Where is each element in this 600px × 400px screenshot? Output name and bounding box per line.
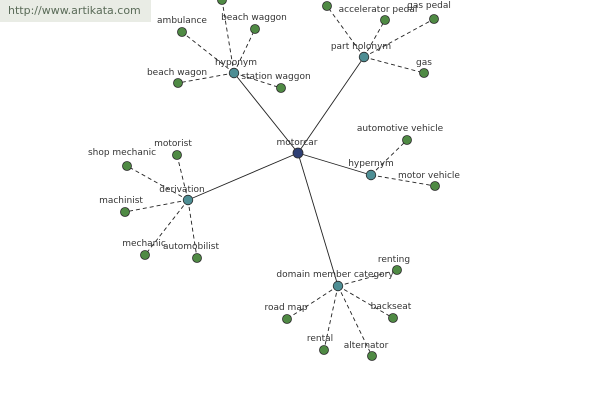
leaf-node-shop-mechanic[interactable] <box>122 161 132 171</box>
graph-nodes: ambulance beach waggon beach wagon station … <box>88 0 460 361</box>
leaf-label-road-map: road map <box>264 303 307 313</box>
leaf-label-gas: gas <box>416 58 432 68</box>
relation-node-hyponym[interactable] <box>228 67 240 79</box>
edge-motorcar-derivation <box>187 152 299 201</box>
leaf-node-gas-pedal[interactable] <box>429 14 439 24</box>
edge-derivation-motorist <box>176 154 189 201</box>
leaf-node-motorist[interactable] <box>172 150 182 160</box>
leaf-node-beach-waggon[interactable] <box>250 24 260 34</box>
leaf-label-rental: rental <box>307 334 333 344</box>
relation-node-derivation[interactable] <box>182 194 194 206</box>
edge-motorcar-domain-member-category <box>297 152 339 287</box>
edge-domain-member-category-rental <box>323 285 339 351</box>
leaf-node-backseat[interactable] <box>388 313 398 323</box>
leaf-node-motor-vehicle[interactable] <box>430 181 440 191</box>
edge-hypernym-automotive-vehicle <box>370 139 408 176</box>
edge-hyponym-station-waggon <box>233 72 282 89</box>
leaf-label-machinist: machinist <box>99 196 143 206</box>
leaf-label-motorist: motorist <box>154 139 192 149</box>
edge-domain-member-category-alternator <box>337 285 373 357</box>
leaf-label-station-waggon: station waggon <box>241 72 310 82</box>
leaf-node-machinist[interactable] <box>120 207 130 217</box>
edge-derivation-automobilist <box>187 199 198 259</box>
leaf-node-beach-wagon[interactable] <box>173 78 183 88</box>
edge-domain-member-category-backseat <box>337 285 394 319</box>
leaf-node-mechanic[interactable] <box>140 250 150 260</box>
graph-edges <box>124 0 436 357</box>
leaf-label-gas-pedal: gas pedal <box>407 1 451 11</box>
leaf-label-automobilist: automobilist <box>163 242 219 252</box>
leaf-node-renting[interactable] <box>392 265 402 275</box>
center-label-motorcar: motorcar <box>277 138 318 148</box>
leaf-label-beach-waggon: beach waggon <box>221 13 287 23</box>
center-node-motorcar[interactable] <box>292 147 304 159</box>
edge-motorcar-part-holonym <box>297 56 365 154</box>
edge-hyponym-leaf-4 <box>221 0 235 74</box>
leaf-label-motor-vehicle: motor vehicle <box>398 171 460 181</box>
leaf-node-hyponym-leaf-4[interactable] <box>217 0 227 5</box>
relation-label-hypernym: hypernym <box>348 159 394 169</box>
relation-node-hypernym[interactable] <box>365 169 377 181</box>
leaf-node-accelerator-pedal[interactable] <box>380 15 390 25</box>
edge-derivation-shop-mechanic <box>126 165 189 201</box>
leaf-label-mechanic: mechanic <box>122 239 166 249</box>
leaf-label-shop-mechanic: shop mechanic <box>88 148 156 158</box>
leaf-label-beach-wagon: beach wagon <box>147 68 207 78</box>
leaf-label-backseat: backseat <box>371 302 412 312</box>
relation-label-derivation: derivation <box>159 185 205 195</box>
leaf-node-automobilist[interactable] <box>192 253 202 263</box>
leaf-node-gas[interactable] <box>419 68 429 78</box>
edge-part-holonym-gas <box>363 56 425 74</box>
leaf-node-station-waggon[interactable] <box>276 83 286 93</box>
site-url-watermark[interactable]: http://www.artikata.com <box>0 0 151 22</box>
edge-part-holonym-leaf-3 <box>326 5 365 58</box>
leaf-node-alternator[interactable] <box>367 351 377 361</box>
leaf-label-ambulance: ambulance <box>157 16 207 26</box>
edge-hyponym-beach-wagon <box>177 72 235 84</box>
relation-label-domain-member-category: domain member category <box>276 270 394 280</box>
leaf-node-rental[interactable] <box>319 345 329 355</box>
relation-label-part-holonym: part holonym <box>331 42 391 52</box>
leaf-label-accelerator-pedal: accelerator pedal <box>339 5 418 15</box>
relation-node-domain-member-category[interactable] <box>332 280 344 292</box>
leaf-node-road-map[interactable] <box>282 314 292 324</box>
edge-part-holonym-accelerator-pedal <box>363 19 386 58</box>
leaf-label-alternator: alternator <box>344 341 389 351</box>
edge-derivation-mechanic <box>144 199 189 256</box>
edge-derivation-machinist <box>124 199 189 213</box>
edge-hyponym-beach-waggon <box>233 28 256 74</box>
edge-domain-member-category-renting <box>337 269 398 287</box>
edge-motorcar-hyponym <box>233 72 299 154</box>
edge-domain-member-category-road-map <box>286 285 339 320</box>
relation-node-part-holonym[interactable] <box>358 51 370 63</box>
edge-motorcar-hypernym <box>297 152 372 176</box>
relation-label-hyponym: hyponym <box>215 58 257 68</box>
leaf-node-ambulance[interactable] <box>177 27 187 37</box>
edge-part-holonym-gas-pedal <box>363 18 435 58</box>
leaf-label-renting: renting <box>378 255 410 265</box>
leaf-node-automotive-vehicle[interactable] <box>402 135 412 145</box>
leaf-node-part-holonym-leaf-3[interactable] <box>322 1 332 11</box>
leaf-label-automotive-vehicle: automotive vehicle <box>357 124 444 134</box>
edge-hypernym-motor-vehicle <box>370 174 436 187</box>
